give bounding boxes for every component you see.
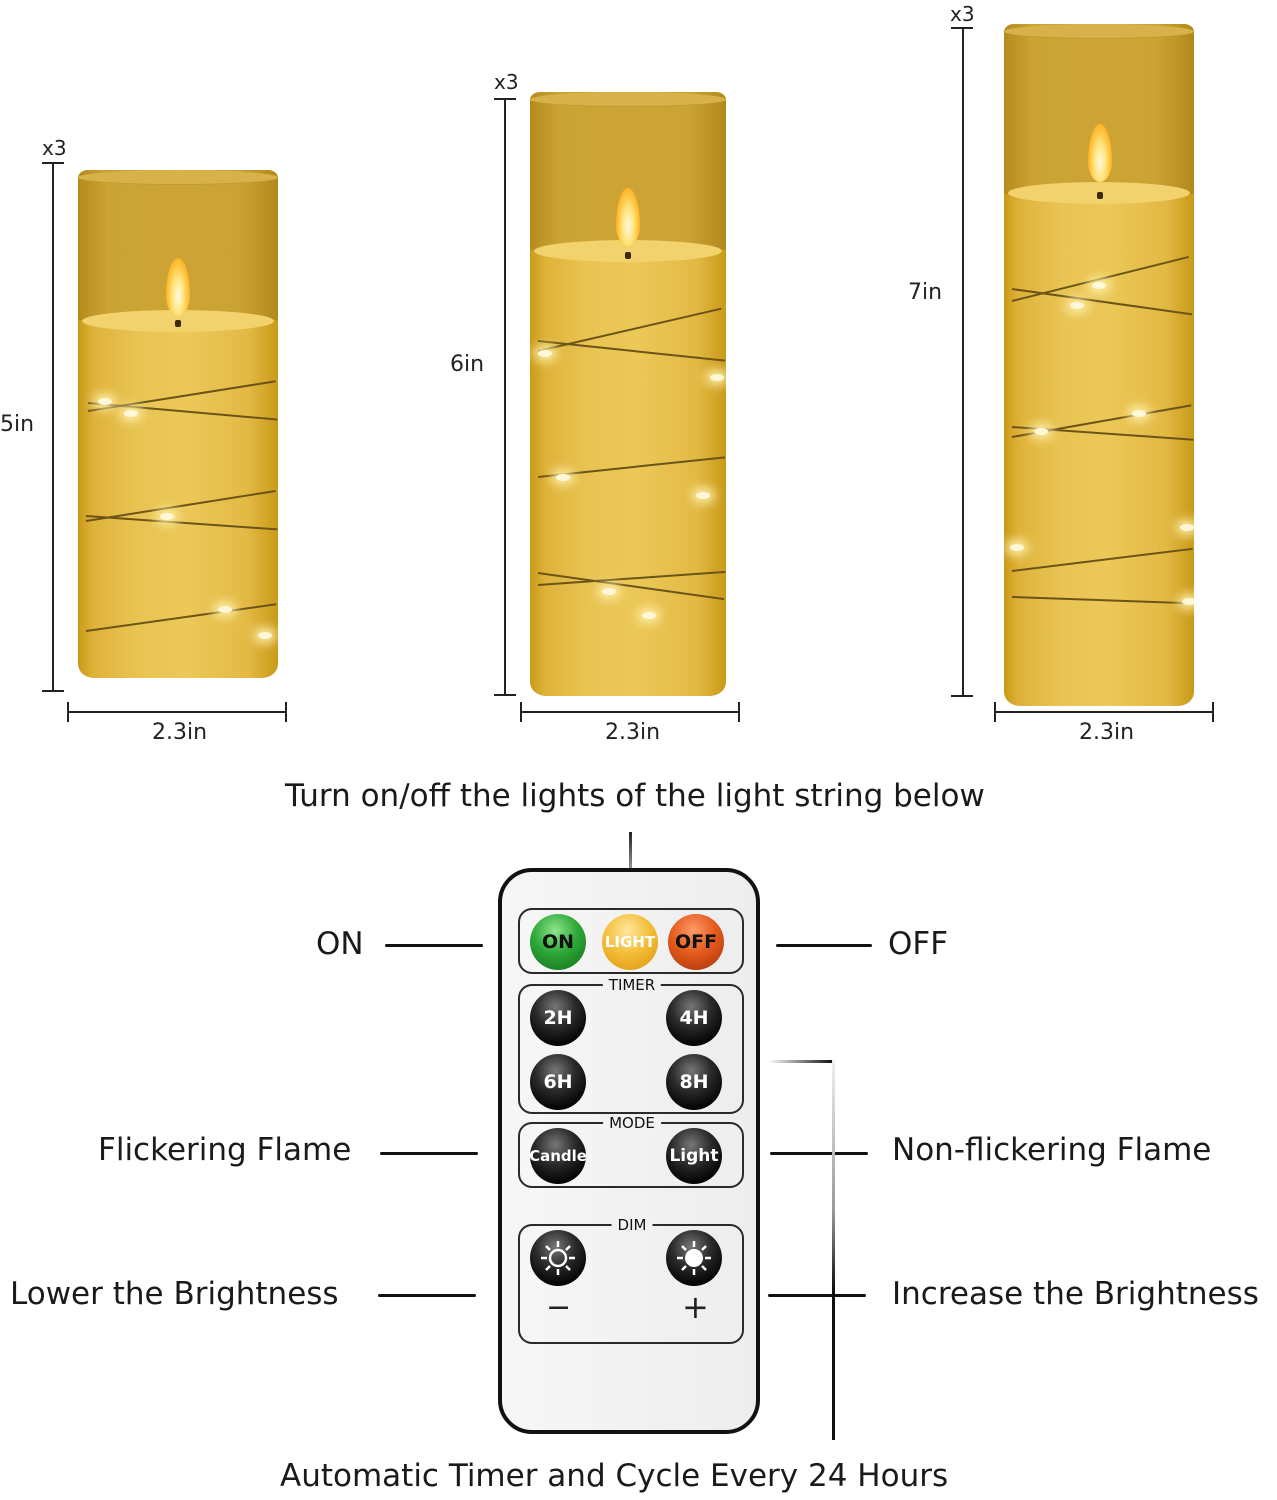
minus-label: − xyxy=(546,1290,572,1325)
height-dimension-line xyxy=(504,98,506,696)
flicker-pointer xyxy=(380,1152,478,1155)
timer-4h-button[interactable]: 4H xyxy=(666,990,722,1046)
light-string-button[interactable]: LIGHT xyxy=(602,914,658,970)
light-string-pointer xyxy=(629,832,632,876)
timer-8h-button[interactable]: 8H xyxy=(666,1054,722,1110)
width-label: 2.3in xyxy=(152,720,208,745)
width-label: 2.3in xyxy=(605,720,661,745)
power-panel: ON LIGHT OFF xyxy=(518,908,744,974)
height-label: 6in xyxy=(450,352,485,377)
sun-outline-icon xyxy=(541,1241,575,1275)
increase-pointer xyxy=(768,1294,866,1297)
dimension-tick xyxy=(42,690,64,692)
width-label: 2.3in xyxy=(1079,720,1135,745)
timer-panel: TIMER 2H 4H 6H 8H xyxy=(518,976,744,1114)
on-button[interactable]: ON xyxy=(530,914,586,970)
timer-cycle-caption: Automatic Timer and Cycle Every 24 Hours xyxy=(280,1458,949,1494)
height-dimension-line xyxy=(962,27,964,697)
height-dimension-line xyxy=(52,162,54,692)
width-dimension-line xyxy=(994,711,1214,713)
flame-icon xyxy=(1088,124,1112,182)
remote-control: ON LIGHT OFF TIMER 2H 4H 6H 8H MODE Cand… xyxy=(498,868,760,1434)
candle-image-medium xyxy=(530,92,726,696)
quantity-label: x3 xyxy=(950,2,975,26)
plus-label: + xyxy=(682,1288,709,1326)
timer-6h-button[interactable]: 6H xyxy=(530,1054,586,1110)
on-pointer xyxy=(385,944,483,947)
increase-brightness-caption: Increase the Brightness xyxy=(892,1276,1259,1312)
timer-bracket-line xyxy=(832,1060,835,1440)
lower-pointer xyxy=(378,1294,476,1297)
off-caption: OFF xyxy=(888,926,949,962)
height-label: 5in xyxy=(0,412,35,437)
timer-title: TIMER xyxy=(602,976,662,994)
on-caption: ON xyxy=(316,926,364,962)
height-label: 7in xyxy=(908,280,943,305)
width-dimension-line xyxy=(67,711,287,713)
quantity-label: x3 xyxy=(494,70,519,94)
lower-brightness-caption: Lower the Brightness xyxy=(10,1276,339,1312)
dim-panel: DIM − xyxy=(518,1216,744,1344)
candle-image-small xyxy=(78,170,278,678)
non-flicker-pointer xyxy=(770,1152,868,1155)
dim-title: DIM xyxy=(611,1216,653,1234)
off-button[interactable]: OFF xyxy=(668,914,724,970)
flickering-caption: Flickering Flame xyxy=(98,1132,352,1168)
width-dimension-line xyxy=(520,711,740,713)
quantity-label: x3 xyxy=(42,136,67,160)
flame-icon xyxy=(616,188,640,246)
dim-up-button[interactable] xyxy=(666,1230,722,1286)
off-pointer xyxy=(776,944,872,947)
flame-icon xyxy=(166,258,190,316)
candle-image-large xyxy=(1004,24,1194,706)
dim-down-button[interactable] xyxy=(530,1230,586,1286)
non-flickering-caption: Non-flickering Flame xyxy=(892,1132,1212,1168)
mode-panel: MODE Candle Light xyxy=(518,1114,744,1188)
candle-mode-button[interactable]: Candle xyxy=(529,1128,587,1184)
light-mode-button[interactable]: Light xyxy=(666,1128,722,1184)
light-string-caption: Turn on/off the lights of the light stri… xyxy=(285,778,985,814)
mode-title: MODE xyxy=(603,1114,661,1132)
sun-filled-icon xyxy=(677,1241,711,1275)
timer-bracket-top xyxy=(768,1060,832,1063)
timer-2h-button[interactable]: 2H xyxy=(530,990,586,1046)
